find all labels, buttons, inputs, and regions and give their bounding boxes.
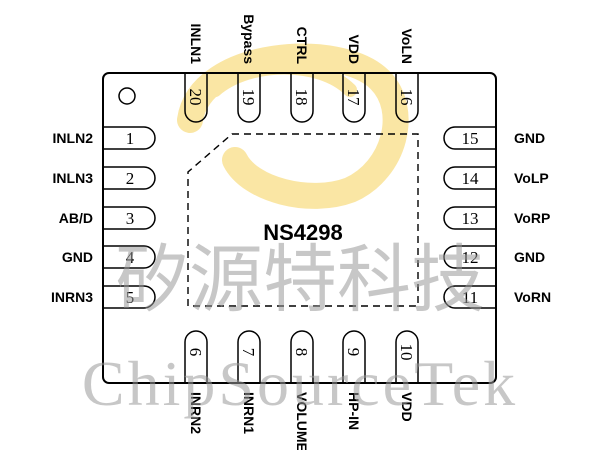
pin-name: INRN1: [241, 392, 257, 434]
pin-pad: [103, 126, 156, 150]
pin-pad: [342, 73, 366, 123]
watermark-cn: 矽源特科技: [115, 237, 485, 323]
pin-name: VOLUME: [294, 392, 310, 450]
pin-pad: [443, 285, 496, 309]
pin-number: 17: [344, 89, 363, 107]
pin-name: GND: [62, 249, 93, 265]
chip-label: NS4298: [263, 220, 343, 245]
pin-number: 18: [292, 89, 311, 106]
pin-name: VoRP: [514, 210, 550, 226]
pin-name: HP-IN: [346, 392, 362, 430]
pin-name: VoLP: [514, 170, 549, 186]
pin-name: VoLN: [399, 28, 415, 64]
package-outline: [102, 72, 497, 384]
pin-pad: [103, 206, 156, 230]
pin-number: 1: [126, 129, 135, 148]
pin-pad: [443, 245, 496, 269]
pin-number: 5: [126, 288, 135, 307]
pin-number: 11: [462, 288, 478, 307]
pins-top: 20 INLN1 19 Bypass 18 CTRL 17 VDD 16 VoLN: [184, 14, 419, 123]
pin-name: INLN2: [53, 130, 94, 146]
pin-name: AB/D: [59, 210, 93, 226]
pin-pad: [443, 166, 496, 190]
pin-number: 13: [462, 209, 479, 228]
pin-number: 2: [126, 169, 135, 188]
pin1-marker: [118, 87, 136, 105]
pin-name: Bypass: [241, 14, 257, 64]
pin-pad: [184, 330, 208, 383]
exposed-pad: [187, 133, 419, 307]
pin-pad: [103, 166, 156, 190]
pin-number: 19: [239, 89, 258, 106]
pin-pad: [395, 330, 419, 383]
pins-left: 1 INLN2 2 INLN3 3 AB/D 4 GND 5 INRN3: [51, 126, 156, 309]
pin-pad: [290, 73, 314, 123]
pin-name: INLN1: [188, 24, 204, 65]
pin-number: 16: [397, 89, 416, 106]
pin-number: 8: [292, 348, 311, 357]
pin-number: 9: [344, 348, 363, 357]
pin-pad: [237, 330, 261, 383]
pin-name: INLN3: [53, 170, 94, 186]
pin-name: VDD: [399, 392, 415, 422]
pin-pad: [184, 73, 208, 123]
pin-name: INRN2: [188, 392, 204, 434]
pin-name: CTRL: [294, 27, 310, 65]
pin-pad: [237, 73, 261, 123]
logo-ring: [177, 43, 409, 209]
pin-number: 4: [126, 248, 135, 267]
pin-number: 20: [186, 89, 205, 106]
pin-pad: [342, 330, 366, 383]
pin-number: 15: [462, 129, 479, 148]
pin-number: 10: [397, 344, 416, 361]
pin-pad: [443, 126, 496, 150]
pin-number: 14: [462, 169, 480, 188]
pin-number: 7: [239, 348, 258, 357]
pin-number: 12: [462, 248, 479, 267]
pin-pad: [395, 73, 419, 123]
watermark-en: ChipSourceTek: [82, 348, 518, 419]
pin-pad: [290, 330, 314, 383]
pin-name: GND: [514, 130, 545, 146]
pin-pad: [103, 245, 156, 269]
pin-name: GND: [514, 249, 545, 265]
pin-number: 6: [186, 348, 205, 357]
pin-pad: [443, 206, 496, 230]
pin-name: INRN3: [51, 289, 93, 305]
pin-pad: [103, 285, 156, 309]
pin-number: 3: [126, 209, 135, 228]
pin-name: VDD: [346, 34, 362, 64]
pin-name: VoRN: [514, 289, 551, 305]
